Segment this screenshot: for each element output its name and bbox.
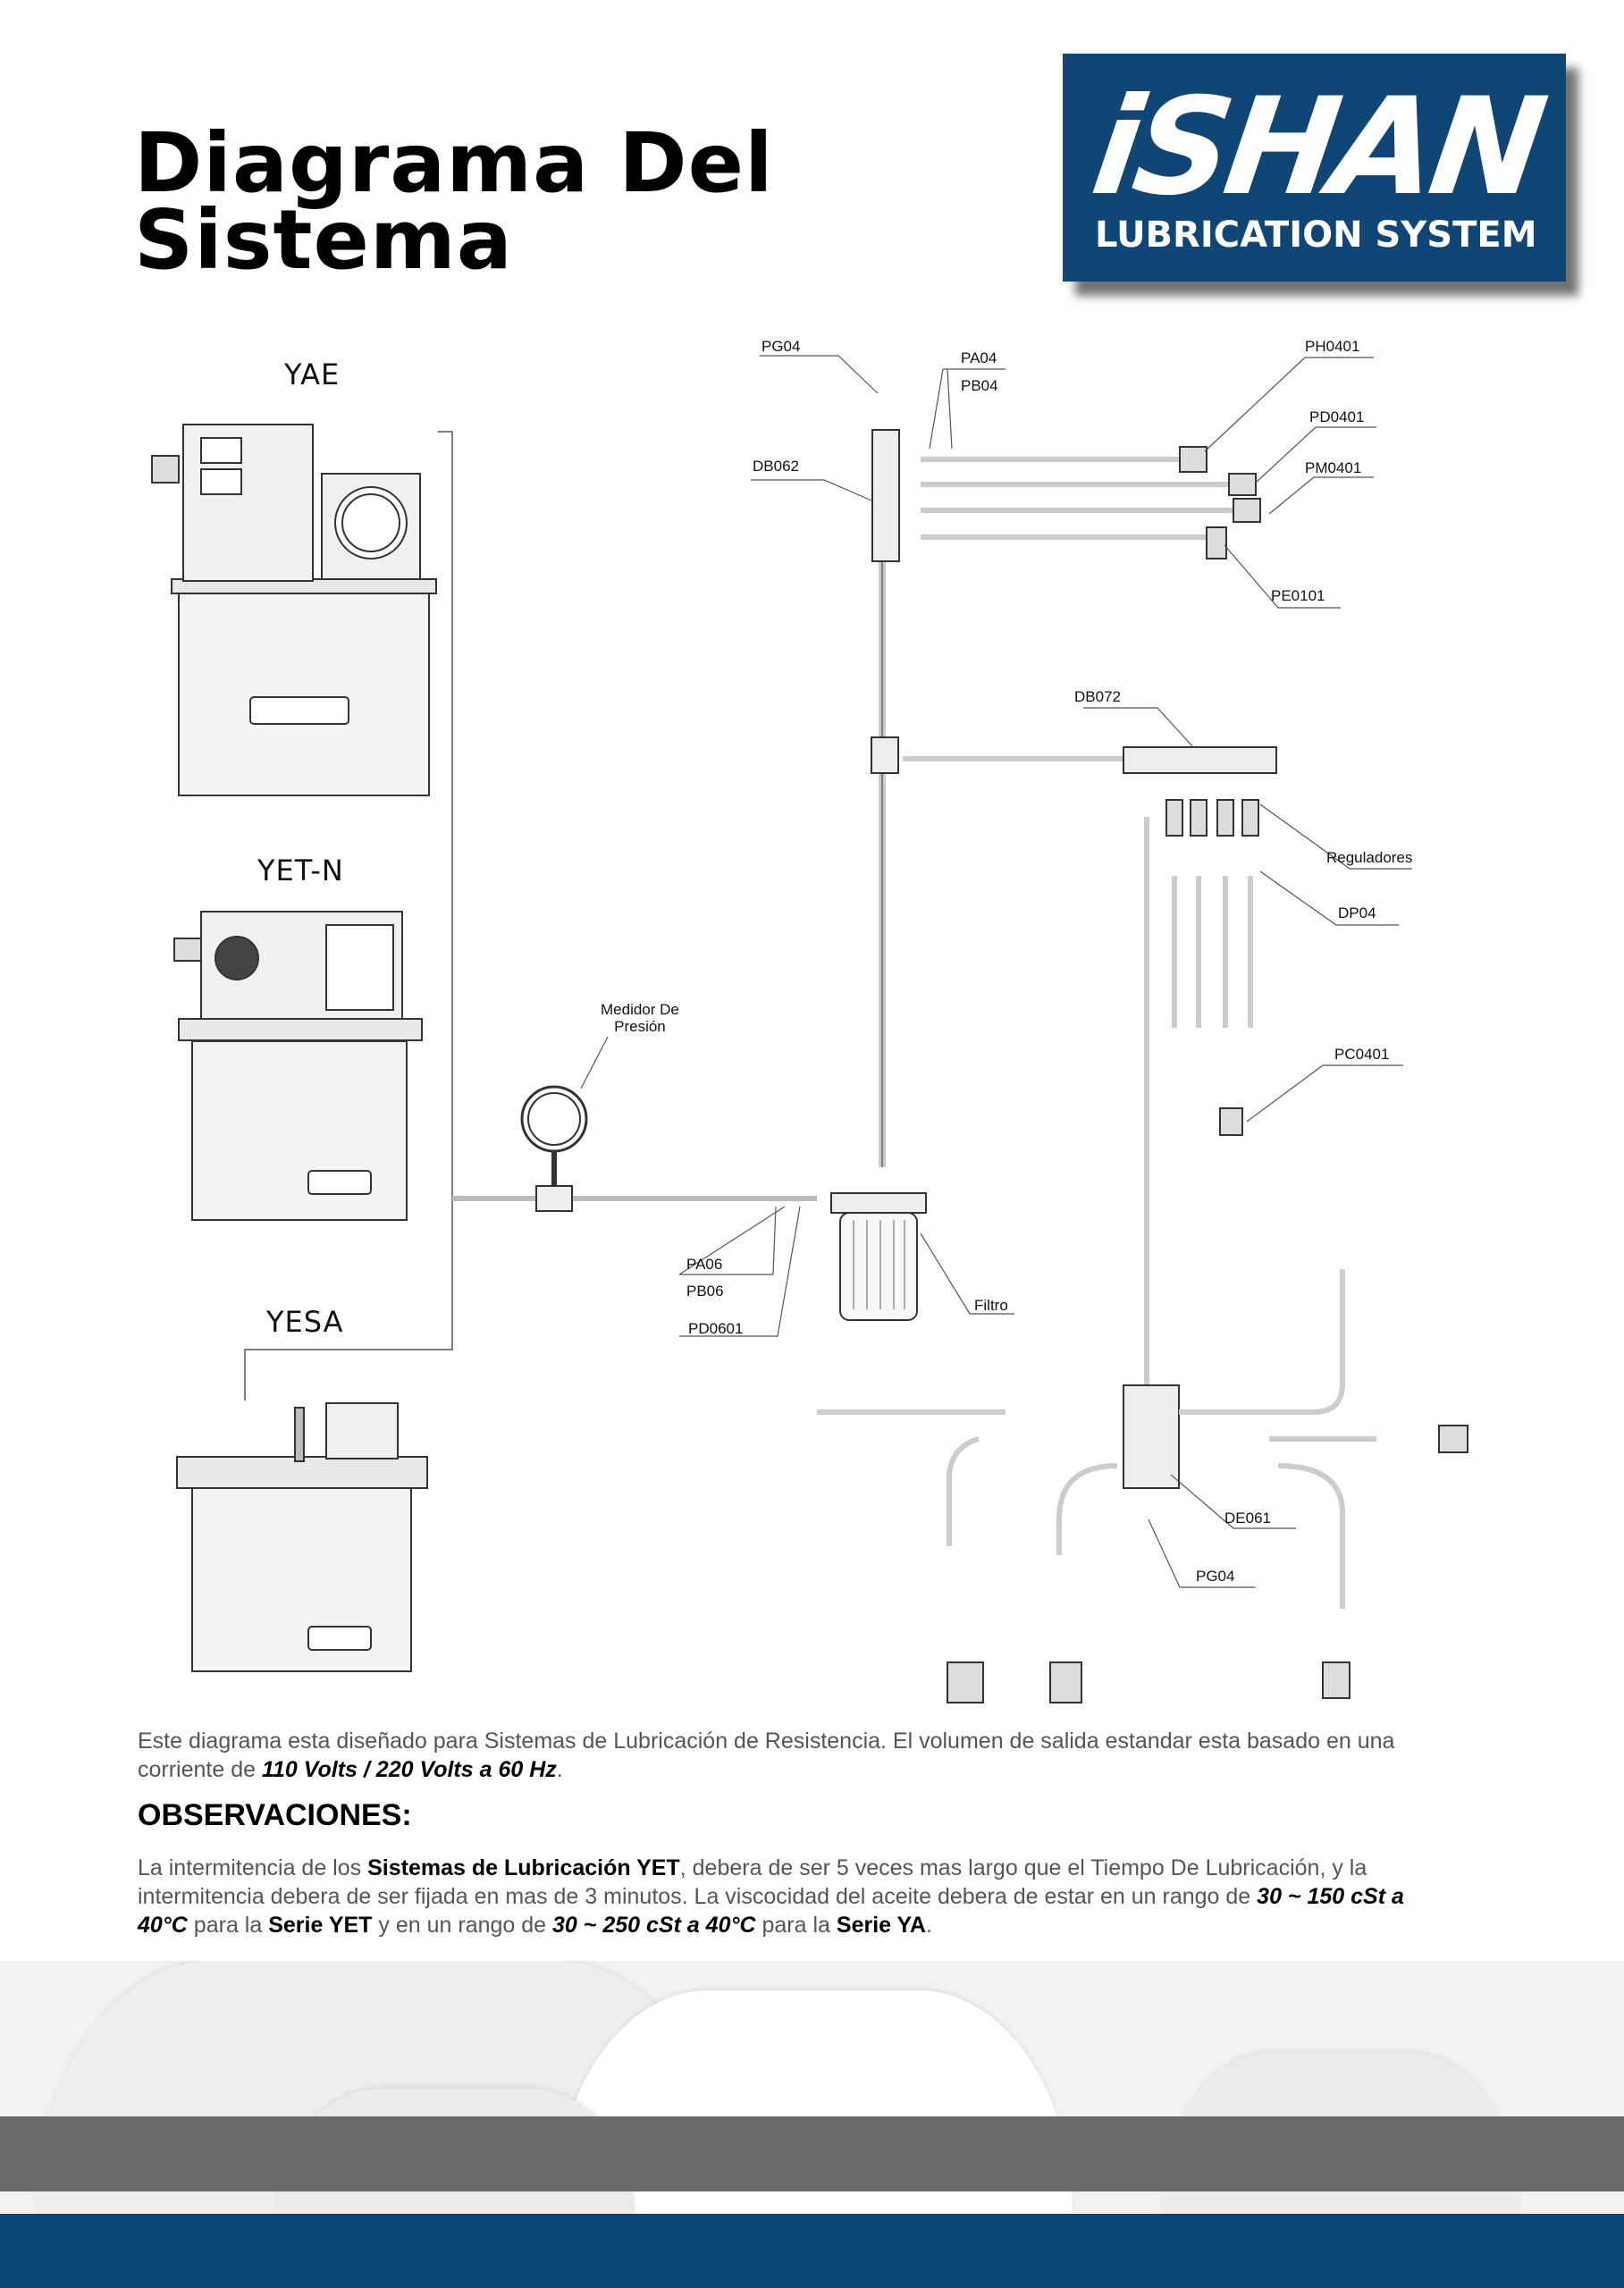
label-pc0401: PC0401 xyxy=(1334,1046,1390,1063)
obs-text-4: y en un rango de xyxy=(372,1913,553,1938)
machine-label-yae: YAE xyxy=(284,358,341,391)
page-title: Diagrama Del Sistema xyxy=(134,115,774,288)
label-db062: DB062 xyxy=(753,458,799,475)
label-dp04: DP04 xyxy=(1338,904,1376,921)
label-pm0401: PM0401 xyxy=(1305,459,1362,476)
obs-text-2: , debera de ser 5 veces mas largo que el… xyxy=(138,1855,1367,1909)
label-filtro: Filtro xyxy=(974,1297,1008,1314)
yesa-unit xyxy=(176,1402,428,1672)
system-diagram xyxy=(151,355,1468,1703)
footer-gray-bar xyxy=(0,2116,1624,2191)
description-text: Este diagrama esta diseñado para Sistema… xyxy=(138,1729,1395,1782)
machine-label-yet-n: YET-N xyxy=(257,854,344,887)
description-end: . xyxy=(556,1757,563,1782)
obs-bold-4: 30 ~ 250 cSt a 40°C xyxy=(552,1913,756,1938)
label-pa04: PA04 xyxy=(961,349,997,366)
label-pg04-bottom: PG04 xyxy=(1196,1568,1235,1585)
label-pd0401: PD0401 xyxy=(1309,408,1365,425)
label-medidor-line2: Presión xyxy=(614,1018,666,1035)
label-pa06: PA06 xyxy=(686,1256,723,1273)
yet-n-unit xyxy=(173,911,423,1221)
label-pb04: PB04 xyxy=(961,377,998,394)
label-pe0101: PE0101 xyxy=(1271,587,1325,604)
label-pb06: PB06 xyxy=(686,1283,724,1300)
observations-heading: OBSERVACIONES: xyxy=(138,1798,412,1832)
yae-unit xyxy=(151,424,437,796)
label-db072: DB072 xyxy=(1074,688,1121,705)
logo-tagline: LUBRICATION SYSTEM xyxy=(1095,214,1537,256)
label-reguladores: Reguladores xyxy=(1326,849,1413,866)
ishan-logo: iSHAN LUBRICATION SYSTEM xyxy=(1063,54,1566,282)
label-medidor-presion: Medidor De Presión xyxy=(601,1001,679,1035)
title-line-2: Sistema xyxy=(134,192,513,288)
obs-bold-2: 30 ~ 150 cSt a 40°C xyxy=(138,1884,1404,1938)
label-ph0401: PH0401 xyxy=(1305,338,1360,355)
obs-text-5: para la xyxy=(755,1913,837,1938)
obs-text-3: para la xyxy=(187,1913,269,1938)
obs-bold-3: Serie YET xyxy=(268,1913,373,1938)
label-de061: DE061 xyxy=(1224,1510,1271,1527)
description-paragraph: Este diagrama esta diseñado para Sistema… xyxy=(138,1727,1443,1784)
label-medidor-line1: Medidor De xyxy=(601,1001,679,1018)
obs-text-6: . xyxy=(925,1913,932,1938)
obs-text-1: La intermitencia de los xyxy=(138,1855,368,1880)
title-line-1: Diagrama Del xyxy=(134,115,774,211)
label-pg04-top: PG04 xyxy=(762,338,801,355)
description-voltage: 110 Volts / 220 Volts a 60 Hz xyxy=(261,1757,557,1782)
observations-paragraph: La intermitencia de los Sistemas de Lubr… xyxy=(138,1854,1443,1939)
label-pd0601: PD0601 xyxy=(688,1320,744,1337)
footer-blue-bar xyxy=(0,2214,1624,2288)
obs-bold-5: Serie YA xyxy=(836,1913,926,1938)
machine-label-yesa: YESA xyxy=(266,1305,344,1339)
obs-bold-1: Sistemas de Lubricación YET xyxy=(367,1855,680,1880)
